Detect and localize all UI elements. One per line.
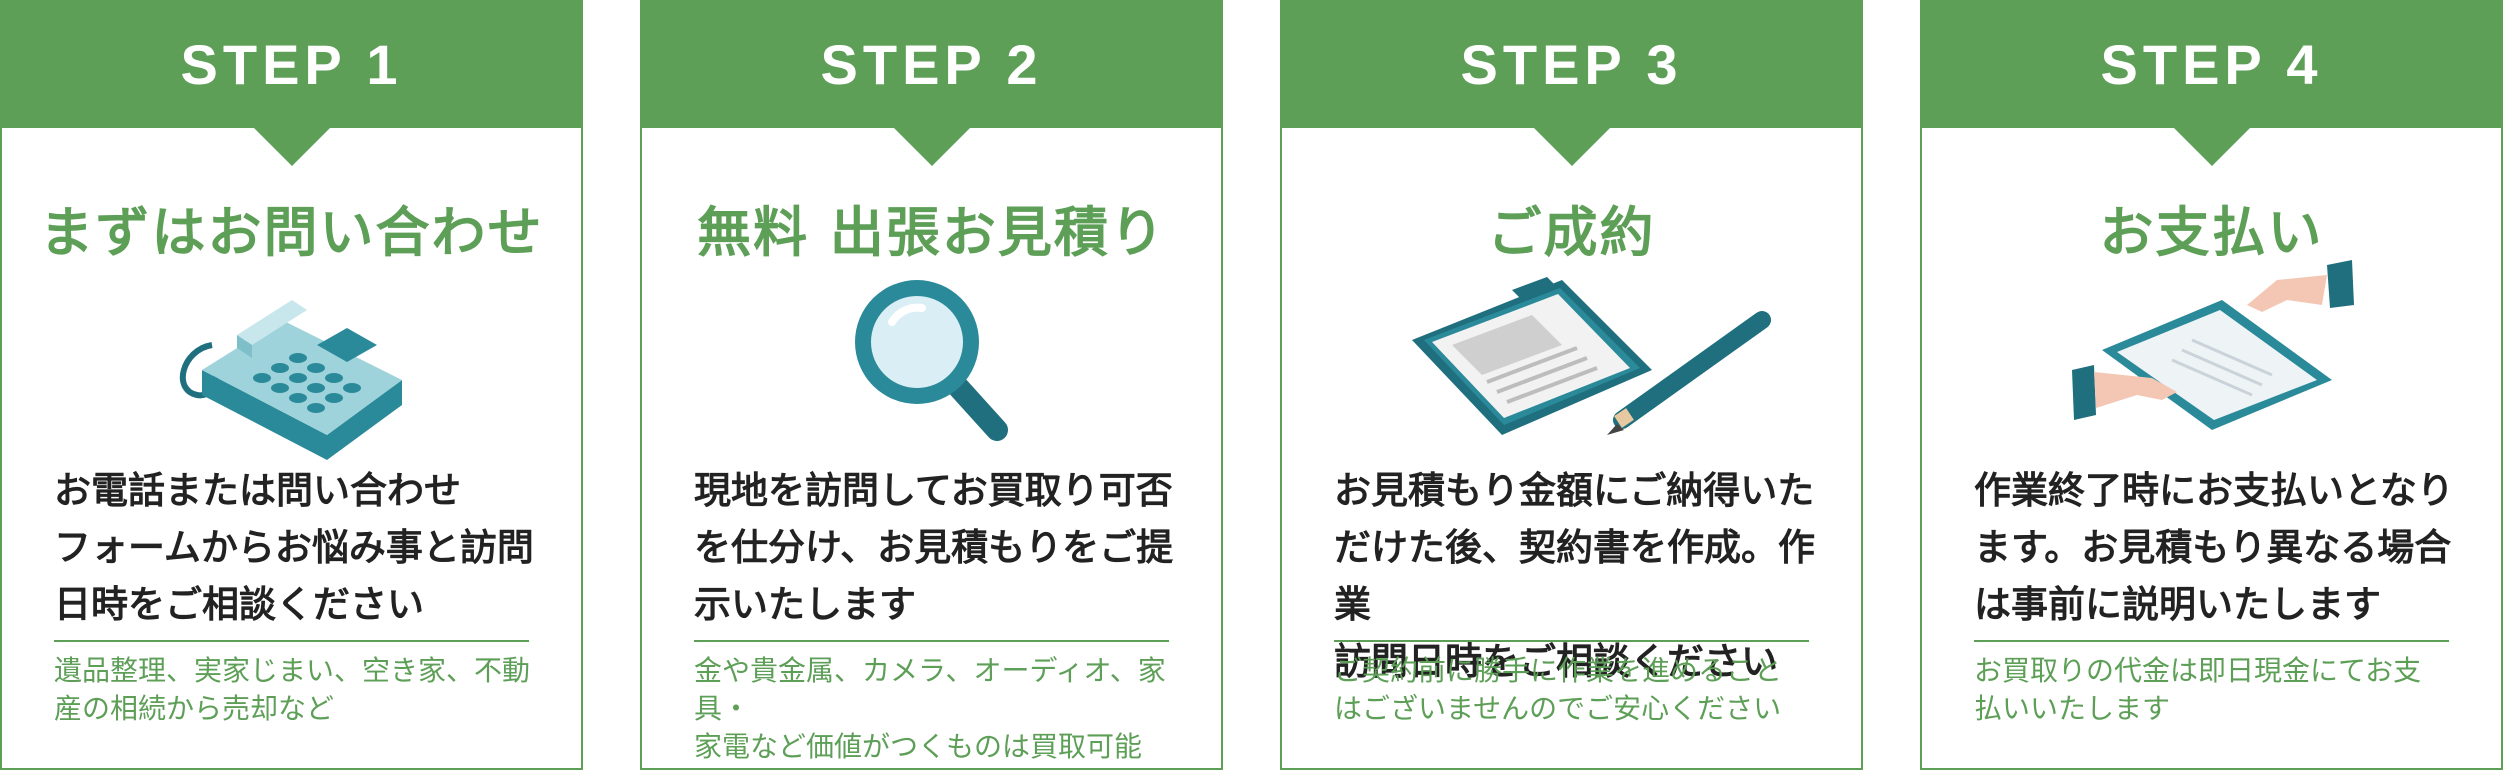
step-card-2: STEP 2 無料 出張お見積り 現地を訪問してお買取り可否 を仕分け、お見積も…: [640, 0, 1223, 770]
step-card-3: STEP 3 ご成約: [1280, 0, 1863, 770]
magnifying-glass-icon: [642, 260, 1221, 460]
step-header: STEP 1: [0, 0, 583, 128]
step-title: お支払い: [2099, 201, 2324, 264]
step-description: お電話または問い合わせ フォームからお悩み事と訪問 日時をご相談ください: [54, 469, 534, 626]
step-label: STEP 4: [2100, 32, 2323, 96]
step-label: STEP 3: [1460, 32, 1683, 96]
handshake-document-icon: [1922, 260, 2501, 460]
step-label: STEP 2: [820, 32, 1043, 96]
divider: [54, 640, 529, 642]
divider: [694, 640, 1169, 642]
step-note: お買取りの代金は即日現金にてお支 払いいたします: [1974, 654, 2422, 725]
step-description: 現地を訪問してお買取り可否 を仕分け、お見積もりをご提 示いたします: [694, 469, 1174, 626]
step-header: STEP 4: [1920, 0, 2503, 128]
step-card-4: STEP 4 お支払い 作業終了時にお支払いとなり ます。お見: [1920, 0, 2503, 770]
step-title: まずはお問い合わせ: [39, 201, 544, 264]
divider: [1334, 640, 1809, 642]
step-note: 金や貴金属、カメラ、オーディオ、家具・ 家電など価値がつくものは買取可能: [694, 654, 1166, 763]
step-description: お見積もり金額にご納得いた だけた後、契約書を作成。作業 訪問日時をご相談くださ…: [1334, 469, 1815, 683]
clipboard-contract-icon: [1282, 260, 1861, 460]
step-note: 遺品整理、実家じまい、空き家、不動 産の相続から売却など: [54, 654, 531, 725]
step-title: 無料 出張お見積り: [697, 201, 1166, 264]
step-description: 作業終了時にお支払いとなり ます。お見積もり異なる場合 は事前に説明いたします: [1974, 469, 2454, 626]
step-card-1: STEP 1 まずはお問い合わせ: [0, 0, 583, 770]
step-label: STEP 1: [180, 32, 403, 96]
step-title: ご成約: [1487, 201, 1656, 264]
telephone-icon: [2, 260, 581, 460]
step-note: ご契約前に勝手に作業を進めること はございませんのでご安心ください: [1334, 654, 1783, 725]
divider: [1974, 640, 2449, 642]
step-header: STEP 3: [1280, 0, 1863, 128]
step-header: STEP 2: [640, 0, 1223, 128]
